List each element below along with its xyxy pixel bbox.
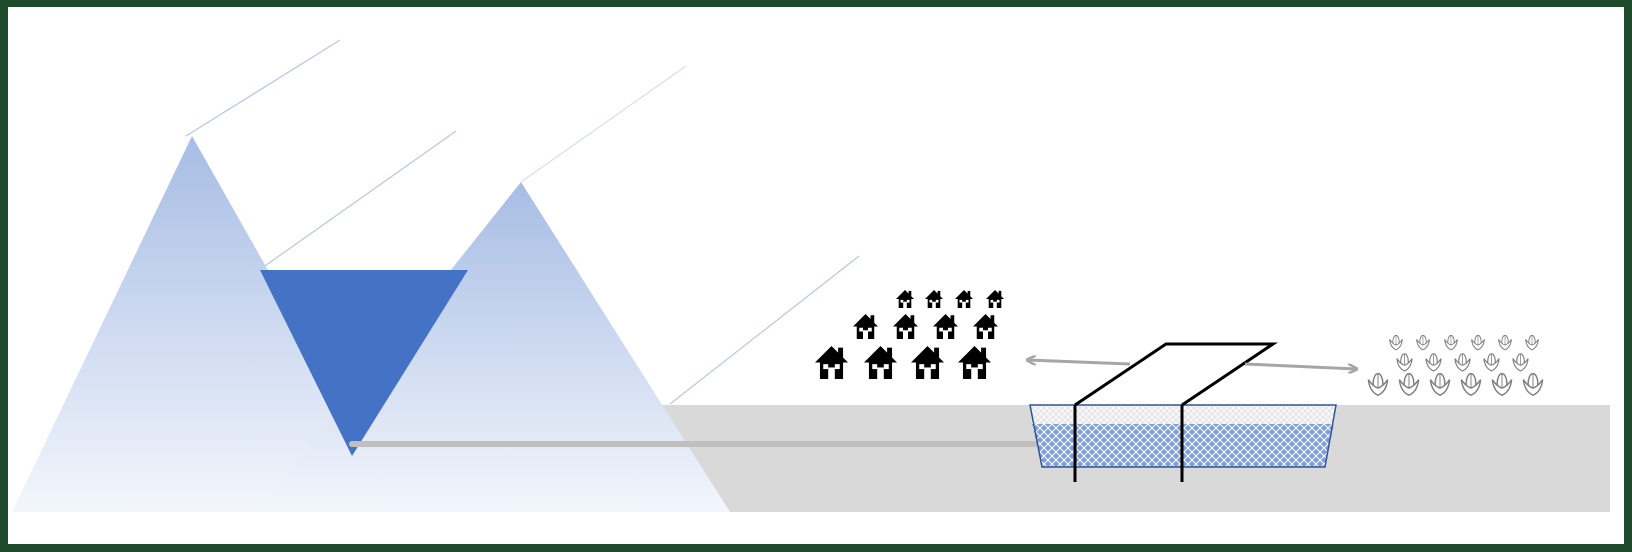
houses	[815, 290, 1004, 379]
ray-line	[186, 40, 340, 136]
house-icon	[973, 314, 998, 339]
house-icon	[911, 346, 944, 379]
corn-icon	[1390, 335, 1403, 349]
house-icon	[896, 290, 914, 308]
house-icon	[925, 290, 943, 308]
house-icon	[986, 290, 1004, 308]
corn-icon	[1368, 374, 1387, 396]
ray-line	[670, 256, 859, 404]
arrow-to-crops	[1245, 364, 1356, 369]
corn-icon	[1526, 335, 1539, 349]
corn-icon	[1397, 354, 1412, 371]
house-icon	[853, 314, 878, 339]
house-icon	[893, 314, 918, 339]
house-icon	[815, 346, 848, 379]
corn-icon	[1399, 374, 1418, 396]
corn-icon	[1484, 354, 1499, 371]
corn-icon	[1472, 335, 1485, 349]
corn-icon	[1499, 335, 1512, 349]
corn-icon	[1417, 335, 1430, 349]
house-icon	[864, 346, 897, 379]
corn-icon	[1523, 374, 1542, 396]
corn-icon	[1461, 374, 1480, 396]
house-icon	[933, 314, 958, 339]
arrow-to-houses	[1028, 360, 1130, 364]
corn-icon	[1513, 354, 1528, 371]
corn-icon	[1492, 374, 1511, 396]
distribution-arrows	[1028, 360, 1356, 369]
corn-icon	[1445, 335, 1458, 349]
well-frame	[1075, 344, 1273, 405]
ray-line	[521, 66, 686, 182]
corn-icon	[1455, 354, 1470, 371]
house-icon	[955, 290, 973, 308]
corn-icon	[1430, 374, 1449, 396]
corn-icon	[1426, 354, 1441, 371]
house-icon	[958, 346, 991, 379]
crops	[1368, 335, 1542, 395]
ray-line	[262, 131, 456, 268]
